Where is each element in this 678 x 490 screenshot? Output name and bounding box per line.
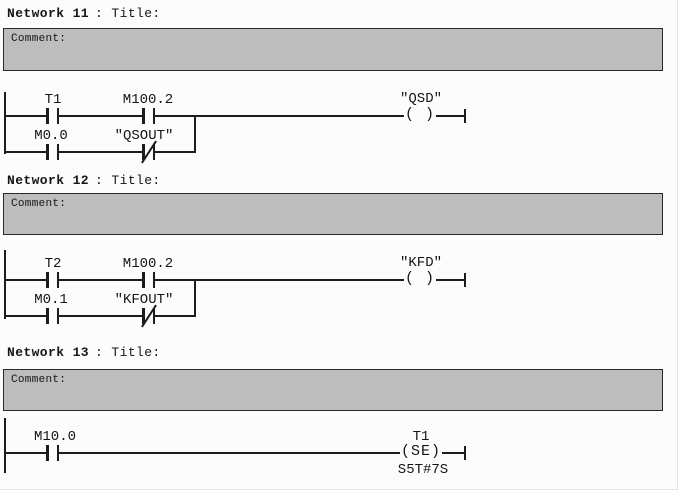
set-timer-coil[interactable]: (SE) xyxy=(399,443,443,460)
comment-box[interactable]: Comment: xyxy=(3,369,663,411)
no-contact[interactable] xyxy=(142,272,155,288)
left-power-rail xyxy=(4,250,6,319)
coil-label: "QSD" xyxy=(399,91,443,107)
comment-label: Comment: xyxy=(11,198,67,210)
rung-wire-branch xyxy=(4,151,196,153)
left-power-rail xyxy=(4,92,6,154)
rung-wire-main xyxy=(4,279,466,281)
network-name: Network 12 xyxy=(7,173,90,188)
right-rail-tick xyxy=(464,109,466,123)
network-name: Network 13 xyxy=(7,345,90,360)
contact-label: "QSOUT" xyxy=(114,128,174,144)
contact-label: M0.1 xyxy=(34,292,68,308)
timer-time-value: S5T#7S xyxy=(397,462,449,478)
nc-contact[interactable] xyxy=(140,140,157,164)
output-coil[interactable]: ( ) xyxy=(403,270,437,287)
rung-wire-main xyxy=(4,115,466,117)
no-contact[interactable] xyxy=(46,108,59,124)
comment-box[interactable]: Comment: xyxy=(3,28,663,71)
rung-wire-main xyxy=(4,452,466,454)
no-contact[interactable] xyxy=(46,144,59,160)
network-header: Network 13 : Title: xyxy=(7,345,161,360)
contact-label: T2 xyxy=(44,256,62,272)
network-header: Network 12 : Title: xyxy=(7,173,161,188)
right-rail-tick xyxy=(464,446,466,460)
network-name: Network 11 xyxy=(7,6,90,21)
branch-join-wire xyxy=(194,115,196,153)
nc-contact[interactable] xyxy=(140,304,157,328)
contact-label: "KFOUT" xyxy=(114,292,174,308)
output-coil[interactable]: ( ) xyxy=(403,106,437,123)
contact-label: M100.2 xyxy=(122,256,174,272)
network-title[interactable]: : Title: xyxy=(95,6,161,21)
no-contact[interactable] xyxy=(46,445,59,461)
right-rail-tick xyxy=(464,273,466,287)
no-contact[interactable] xyxy=(142,108,155,124)
comment-box[interactable]: Comment: xyxy=(3,193,663,235)
left-power-rail xyxy=(4,418,6,473)
rung-wire-branch xyxy=(4,315,196,317)
comment-label: Comment: xyxy=(11,374,67,386)
contact-label: M0.0 xyxy=(34,128,68,144)
coil-label: "KFD" xyxy=(399,255,443,271)
comment-label: Comment: xyxy=(11,33,67,45)
branch-join-wire xyxy=(194,279,196,317)
network-title[interactable]: : Title: xyxy=(95,173,161,188)
contact-label: M10.0 xyxy=(33,429,77,445)
no-contact[interactable] xyxy=(46,308,59,324)
network-title[interactable]: : Title: xyxy=(95,345,161,360)
contact-label: T1 xyxy=(44,92,62,108)
timer-label: T1 xyxy=(412,429,430,445)
network-header: Network 11 : Title: xyxy=(7,6,161,21)
no-contact[interactable] xyxy=(46,272,59,288)
contact-label: M100.2 xyxy=(122,92,174,108)
